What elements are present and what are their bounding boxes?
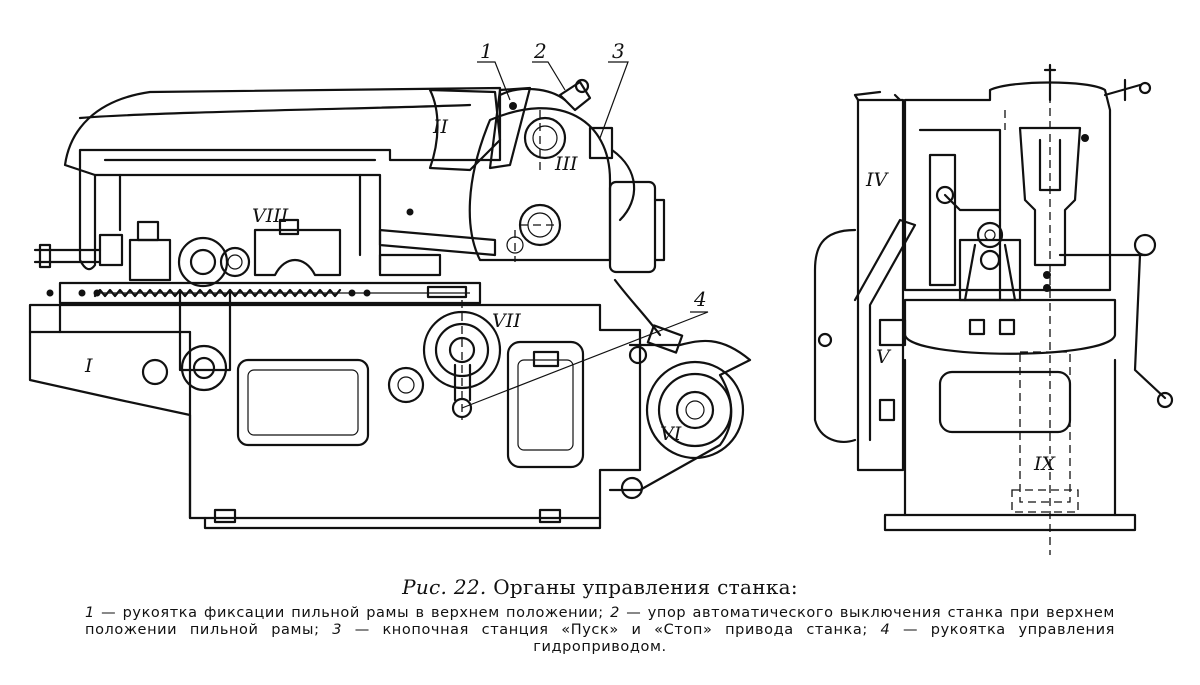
callout-4: 4 [693,287,707,311]
legend-item-1: 1 — рукоятка фиксации пильной рамы в вер… [85,605,604,621]
legend-text-2: упор автоматического выключения станка п… [85,605,1115,638]
part-label-3: III [554,153,578,175]
part-label-2: II [432,116,449,138]
legend-num-2: 2 [610,605,620,621]
figure-label: Рис. 22. [402,575,487,599]
part-label-5: V [876,346,892,368]
part-label-8: VIII [252,205,289,227]
part-label-1: I [84,355,93,377]
legend-item-4: 4 — рукоятка управления гидроприводом. [533,622,1115,655]
callout-1: 1 [480,39,493,63]
callout-2: 2 [533,39,547,63]
legend-text-3: кнопочная станция «Пуск» и «Стоп» привод… [382,622,868,638]
legend-num-3: 3 [332,622,343,638]
caption-title: Рис. 22. Органы управления станка: [0,575,1200,599]
legend-item-2: 2 — упор автоматического выключения стан… [85,605,1115,638]
front-view [813,63,1174,555]
figure-caption: Рис. 22. Органы управления станка: 1 — р… [0,575,1200,656]
legend-num-4: 4 [880,622,891,638]
machine-drawing: 1 2 3 4 I II III IV V VI VII VIII IX [28,39,1174,555]
legend-num-1: 1 [85,605,95,621]
figure-title: Органы управления станка: [493,575,798,599]
part-label-6: VI [660,423,682,445]
callout-numbers: 1 2 3 4 [480,39,707,311]
part-label-9: IX [1033,453,1057,475]
callout-3: 3 [612,39,625,63]
caption-legend: 1 — рукоятка фиксации пильной рамы в вер… [85,605,1115,656]
part-label-7: VII [492,310,521,332]
legend-item-3: 3 — кнопочная станция «Пуск» и «Стоп» пр… [332,622,868,638]
legend-text-4: рукоятка управления гидроприводом. [533,622,1115,655]
callout-leaders [461,61,709,409]
side-view [28,78,752,530]
part-label-4: IV [865,169,890,191]
part-labels: I II III IV V VI VII VIII IX [84,116,1057,475]
legend-text-1: рукоятка фиксации пильной рамы в верхнем… [122,605,604,621]
